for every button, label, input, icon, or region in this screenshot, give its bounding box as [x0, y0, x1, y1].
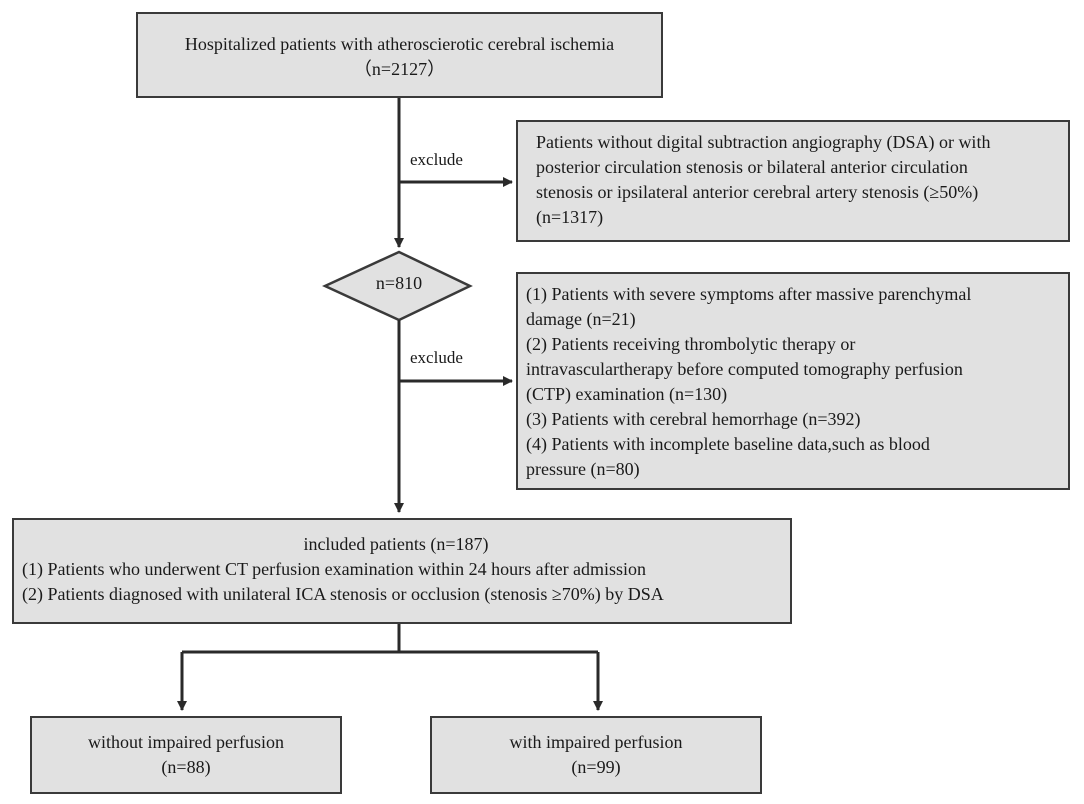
exclude1-line: posterior circulation stenosis or bilate…	[536, 157, 968, 177]
included-title: included patients (n=187)	[303, 534, 489, 554]
included-box: included patients (n=187) (1) Patients w…	[12, 518, 792, 624]
top-title: Hospitalized patients with atheroscierot…	[184, 34, 615, 54]
diamond-label: n=810	[375, 273, 423, 293]
without-box: without impaired perfusion (n=88)	[30, 716, 342, 794]
exclude-label-2: exclude	[410, 348, 463, 367]
exclude1-box: Patients without digital subtraction ang…	[516, 120, 1070, 242]
exclude1-line: stenosis or ipsilateral anterior cerebra…	[536, 182, 979, 202]
exclude2-line: (1) Patients with severe symptoms after …	[526, 284, 972, 304]
top-count: （n=2127）	[353, 59, 446, 79]
with-title: with impaired perfusion	[509, 732, 683, 752]
exclude1-line: Patients without digital subtraction ang…	[536, 132, 991, 152]
without-count: (n=88)	[161, 757, 211, 777]
included-line: (1) Patients who underwent CT perfusion …	[22, 559, 647, 579]
with-box: with impaired perfusion (n=99)	[430, 716, 762, 794]
top-box: Hospitalized patients with atheroscierot…	[136, 12, 663, 98]
exclude1-line: (n=1317)	[536, 207, 604, 227]
exclude2-line: damage (n=21)	[526, 309, 636, 329]
exclude2-line: (CTP) examination (n=130)	[526, 384, 728, 404]
exclude2-line: (2) Patients receiving thrombolytic ther…	[526, 334, 856, 354]
exclude2-line: (4) Patients with incomplete baseline da…	[526, 434, 930, 454]
exclude2-box: (1) Patients with severe symptoms after …	[516, 272, 1070, 490]
exclude2-line: pressure (n=80)	[526, 459, 640, 479]
without-title: without impaired perfusion	[88, 732, 284, 752]
exclude2-line: (3) Patients with cerebral hemorrhage (n…	[526, 409, 861, 429]
exclude-label-1: exclude	[410, 150, 463, 169]
exclude2-line: intravasculartherapy before computed tom…	[526, 359, 963, 379]
with-count: (n=99)	[571, 757, 621, 777]
included-line: (2) Patients diagnosed with unilateral I…	[22, 584, 664, 604]
